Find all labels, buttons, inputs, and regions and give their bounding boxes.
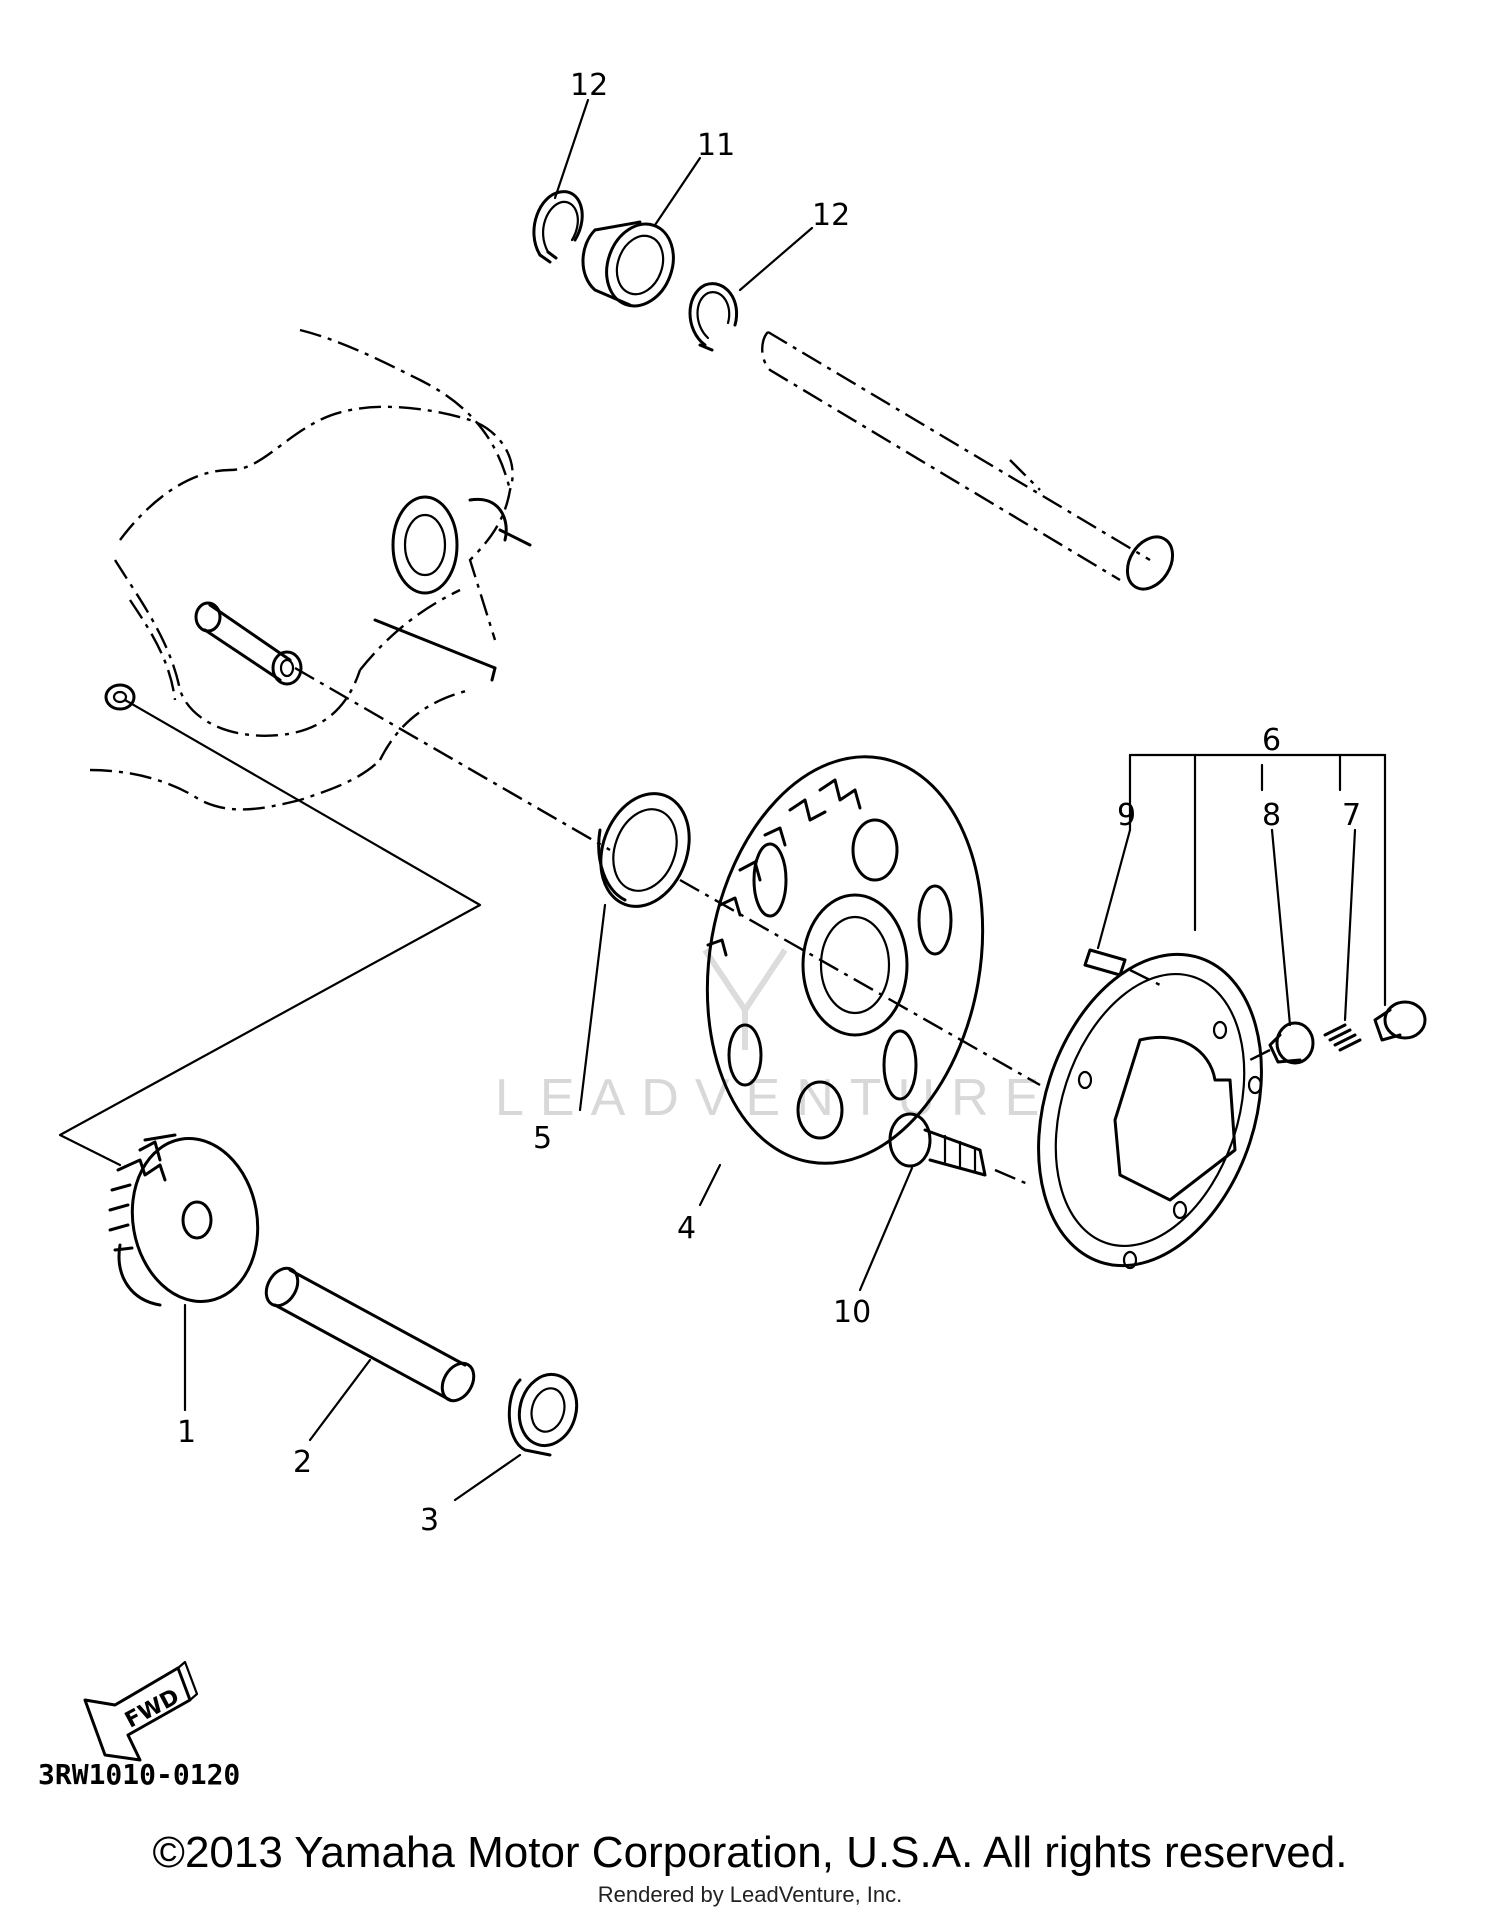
label-9: 9 — [1117, 798, 1136, 833]
plunger-cap — [1373, 1000, 1427, 1042]
rendered-by-text: Rendered by LeadVenture, Inc. — [597, 1882, 903, 1907]
diagram-code: 3RW1010-0120 — [38, 1758, 241, 1791]
collar-11 — [581, 220, 675, 308]
fwd-label: FWD — [121, 1684, 184, 1733]
shaft-2 — [264, 1266, 476, 1403]
label-12-upper: 12 — [570, 68, 608, 103]
label-11: 11 — [697, 128, 735, 163]
watermark-logo — [702, 948, 788, 1050]
label-2: 2 — [293, 1445, 312, 1480]
starter-clutch-6 — [1037, 952, 1263, 1270]
pin-9 — [1083, 948, 1127, 977]
spring-7 — [1323, 1023, 1362, 1052]
leader-lines — [183, 98, 1387, 1502]
washer-5 — [597, 792, 691, 908]
copyright-text: ©2013 Yamaha Motor Corporation, U.S.A. A… — [152, 1828, 1348, 1877]
label-4: 4 — [677, 1211, 696, 1246]
label-5: 5 — [533, 1121, 552, 1156]
label-10: 10 — [833, 1295, 871, 1330]
roller-8 — [1268, 1021, 1315, 1065]
shaft — [761, 330, 1175, 591]
circlip-12-upper — [532, 190, 584, 264]
gear-4 — [705, 755, 985, 1165]
label-8: 8 — [1262, 798, 1281, 833]
crankcase-outline — [89, 328, 532, 811]
bearing-3 — [507, 1372, 579, 1457]
gear-1 — [108, 1133, 260, 1307]
fwd-arrow-icon: FWD — [83, 1660, 199, 1762]
assembly-lines — [58, 666, 1271, 1187]
watermark-text: LEADVENTURE — [495, 1069, 1055, 1127]
part-labels: 12 11 12 6 9 8 7 5 4 10 1 2 3 — [177, 68, 1361, 1538]
bolt-10 — [888, 1112, 987, 1177]
label-12-lower: 12 — [812, 198, 850, 233]
circlip-12-lower — [688, 282, 738, 352]
label-7: 7 — [1342, 798, 1361, 833]
label-3: 3 — [420, 1503, 439, 1538]
label-6: 6 — [1262, 723, 1281, 758]
label-1: 1 — [177, 1415, 196, 1450]
